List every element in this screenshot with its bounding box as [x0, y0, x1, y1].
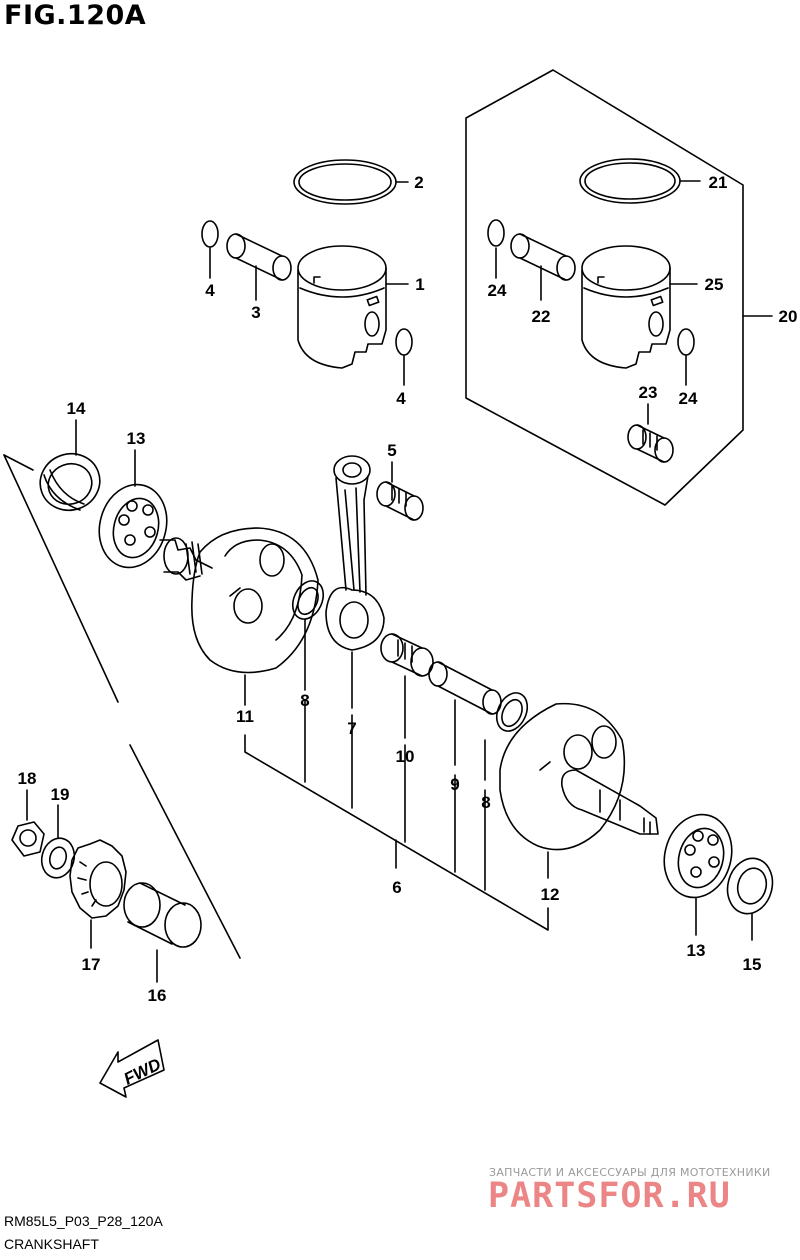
callout-17: 17: [82, 955, 101, 974]
crank-half-11: [159, 527, 319, 674]
callout-7: 7: [347, 719, 356, 738]
assembly-6-bracket: [244, 699, 549, 931]
callout-2: 2: [414, 173, 423, 192]
callout-5: 5: [387, 441, 396, 460]
needle-bearing-5: [376, 481, 424, 521]
callout-24-lower: 24: [679, 389, 698, 408]
crankshaft-bracket: [3, 454, 241, 959]
watermark-subtitle: ЗАПЧАСТИ И АКСЕССУАРЫ ДЛЯ МОТОТЕХНИКИ: [489, 1166, 771, 1179]
callout-4-lower: 4: [396, 389, 406, 408]
washer-19: [40, 837, 76, 879]
callout-20: 20: [779, 307, 798, 326]
crankshaft-bracket-top: [3, 454, 34, 471]
crank-half-12: [499, 702, 659, 851]
connecting-rod-7: [325, 455, 385, 651]
piston-1: [297, 245, 387, 369]
nut-18: [11, 821, 45, 857]
callout-18: 18: [18, 769, 37, 788]
callout-4-upper: 4: [205, 281, 215, 300]
piston-pin-3: [226, 233, 292, 281]
callout-19: 19: [51, 785, 70, 804]
callout-6: 6: [392, 878, 401, 897]
bearing-13-right: [663, 813, 733, 899]
callout-22: 22: [532, 307, 551, 326]
callout-3: 3: [251, 303, 260, 322]
piston-25: [581, 245, 671, 369]
callout-8-left: 8: [300, 691, 309, 710]
crank-pin-9: [428, 661, 502, 715]
callout-8-right: 8: [481, 793, 490, 812]
gear-17: [69, 839, 127, 919]
callout-12: 12: [541, 885, 560, 904]
callout-23: 23: [639, 383, 658, 402]
diagram-caption: CRANKSHAFT: [4, 1236, 99, 1252]
callout-21: 21: [709, 173, 728, 192]
callout-13-lower: 13: [687, 941, 706, 960]
bearing-13-left: [98, 483, 168, 569]
callout-16: 16: [148, 986, 167, 1005]
thrust-washer-8-left: [291, 580, 325, 620]
callout-11: 11: [236, 707, 254, 726]
circlip-24-lower: [677, 328, 695, 356]
callout-9: 9: [450, 775, 459, 794]
spacer-16: [123, 882, 202, 948]
circlip-4-upper: [201, 220, 219, 248]
callout-25: 25: [705, 275, 724, 294]
callout-15: 15: [743, 955, 762, 974]
callout-13-upper: 13: [127, 429, 146, 448]
piston-kit-boundary: [465, 69, 744, 506]
fwd-arrow-icon: [99, 1039, 165, 1098]
watermark-brand: PARTSFOR.RU: [488, 1176, 731, 1216]
thrust-washer-8-right: [495, 692, 529, 732]
callout-14: 14: [67, 399, 86, 418]
piston-pin-22: [510, 233, 576, 281]
callout-24-upper: 24: [488, 281, 507, 300]
callout-1: 1: [415, 275, 424, 294]
circlip-24-upper: [487, 219, 505, 247]
figure-title: FIG.120A: [4, 0, 147, 31]
drawing-code: RM85L5_P03_P28_120A: [4, 1213, 163, 1229]
bearing-23: [627, 424, 674, 463]
piston-ring-2: [293, 159, 397, 205]
callout-10: 10: [396, 747, 415, 766]
oil-seal-15: [726, 857, 774, 915]
circlip-4-lower: [395, 328, 413, 356]
piston-ring-21: [579, 158, 681, 204]
oil-seal-14: [39, 452, 101, 512]
needle-bearing-10: [380, 633, 434, 677]
